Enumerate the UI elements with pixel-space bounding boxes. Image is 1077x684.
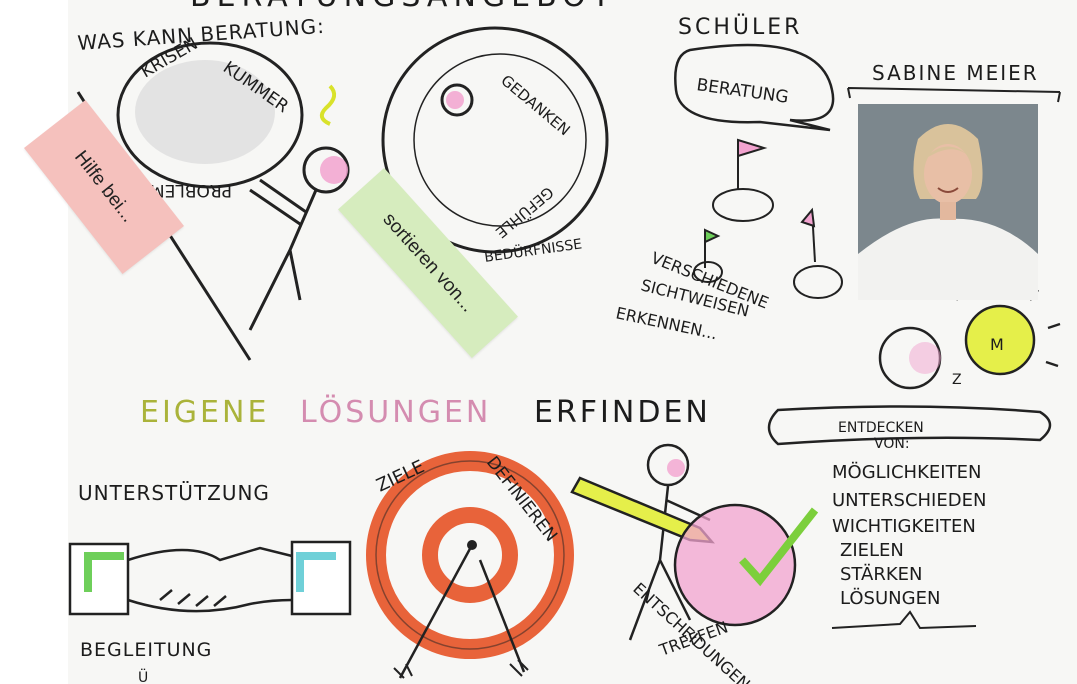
sleep-letter-m: M	[990, 335, 1004, 354]
entdecken-item-5: STÄRKEN	[840, 564, 923, 585]
begleitung-label: BEGLEITUNG	[80, 639, 212, 661]
entdecken-item-3: WICHTIGKEITEN	[832, 516, 976, 537]
bottom-fragment: Ü	[138, 668, 148, 684]
title-fragment-left: BERATUNGSANGEBOT	[190, 0, 616, 14]
sleep-letter-z: Z	[952, 372, 962, 388]
heading-part-loesungen: LÖSUNGEN	[300, 394, 491, 430]
entdecken-banner: ENTDECKEN VON:	[767, 405, 1052, 452]
support-heading: UNTERSTÜTZUNG	[78, 481, 270, 505]
entdecken-item-1: MÖGLICHKEITEN	[832, 461, 981, 483]
entdecken-line-1: ENTDECKEN	[838, 420, 924, 436]
boulder-word-3: PROBLEME	[139, 180, 232, 200]
pushing-figure	[248, 84, 350, 331]
handshake-icon	[68, 540, 352, 616]
entdecken-line-2: VON:	[874, 436, 910, 452]
entdecken-item-4: ZIELEN	[840, 540, 904, 561]
sticky-note-hilfe-text: Hilfe bei...	[70, 146, 139, 227]
entdecken-list: MÖGLICHKEITEN UNTERSCHIEDEN WICHTIGKEITE…	[831, 461, 986, 630]
entdecken-item-6: LÖSUNGEN	[840, 587, 940, 609]
name-label: SABINE MEIER	[872, 61, 1039, 85]
heading-part-erfinden: ERFINDEN	[534, 395, 711, 430]
decision-figure	[570, 443, 819, 641]
target-icon	[366, 451, 574, 679]
flags	[693, 138, 843, 299]
entdecken-item-2: UNTERSCHIEDEN	[832, 490, 986, 511]
title-fragment-right: SCHÜLER	[678, 14, 802, 40]
portrait-photo	[858, 104, 1038, 300]
heading-part-eigene: EIGENE	[140, 395, 269, 430]
center-heading: EIGENE LÖSUNGEN ERFINDEN	[140, 394, 711, 430]
